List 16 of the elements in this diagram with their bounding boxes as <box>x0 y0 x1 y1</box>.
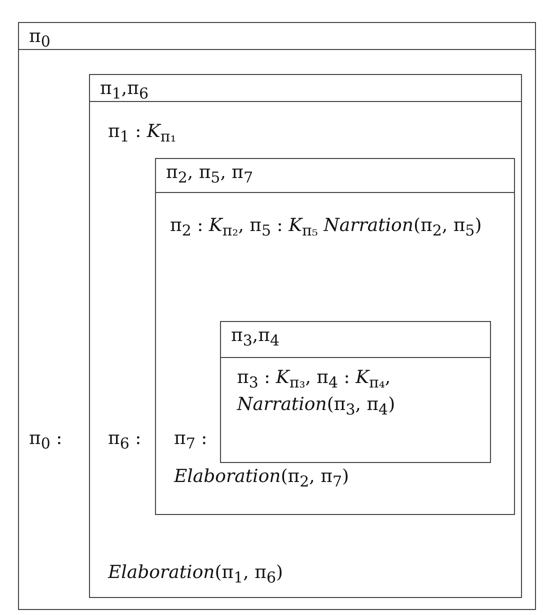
box-text: π$_{0}$ : <box>29 427 62 454</box>
drs-box <box>155 158 515 515</box>
box-header-text: π$_{1}$,π$_{6}$ <box>100 78 148 103</box>
drs-box <box>89 74 522 598</box>
box-text: π$_{2}$ : K$_{π₂}$, π$_{5}$ : K$_{π₅}$ Narration(π$_{2}$, π$_{5}$) <box>170 214 483 241</box>
drs-box <box>18 22 536 610</box>
box-text: π$_{6}$ : <box>108 427 142 454</box>
box-header-text: π$_{3}$,π$_{4}$ <box>231 325 280 350</box>
relation-text: Elaboration(π$_{1}$, π$_{6}$) <box>108 561 284 588</box>
box-text: π$_{7}$ : <box>174 427 208 454</box>
relation-text: Elaboration(π$_{2}$, π$_{7}$) <box>174 465 350 492</box>
box-header-text: π$_{0}$ <box>29 26 50 51</box>
drs-box <box>220 321 491 463</box>
box-text: π$_{1}$ : K$_{π₁}$ <box>108 120 176 147</box>
box-text: π$_{3}$ : K$_{π₃}$, π$_{4}$ : K$_{π₄}$, Narration(π$_{3}$, π$_{4}$) <box>237 366 396 420</box>
box-header-text: π$_{2}$, π$_{5}$, π$_{7}$ <box>166 162 254 187</box>
